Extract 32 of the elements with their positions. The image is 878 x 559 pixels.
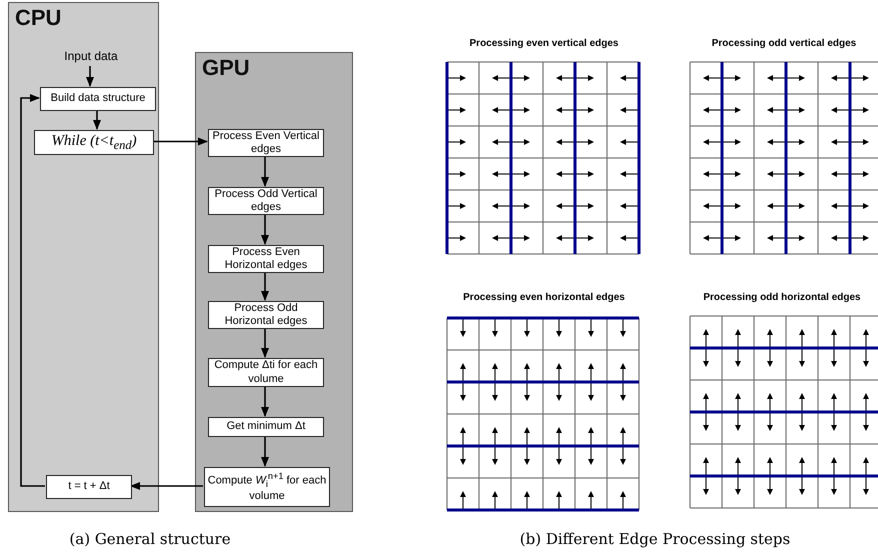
process-box: Process Odd Vertical edges [208,187,324,215]
arrow [20,94,45,487]
panel-heading: CPU [15,5,62,31]
process-box: Compute W$_{i}$$^{n+1}$ for each volume [204,467,330,507]
arrow [130,482,203,490]
arrow [261,272,269,301]
arrow [261,386,269,417]
cpu-panel [8,2,159,512]
arrow [261,328,269,358]
arrow [93,110,101,130]
process-box: Build data structure [40,87,156,111]
grid-heading: Processing even vertical edges [468,38,620,49]
arrow [86,66,94,87]
process-box: Compute Δti for each volume [208,358,324,387]
grid-heading: Processing odd vertical edges [710,38,858,49]
arrow [261,214,269,245]
grid-heading: Processing even horizontal edges [462,292,626,303]
grid-heading: Processing odd horizontal edges [702,292,862,303]
input-label: Input data [51,49,131,67]
panel-heading: GPU [202,55,250,81]
process-box: Process Odd Horizontal edges [208,301,324,329]
process-box: Get minimum Δt [208,417,324,437]
loop-condition-box: While (t<t$_{end}$) [34,130,154,155]
process-box: Process Even Vertical edges [208,129,324,157]
process-box: t = t + Δt [46,475,132,499]
figure-caption: (a) General structure [68,530,232,548]
gpu-panel [195,52,353,512]
process-box: Process Even Horizontal edges [208,245,324,273]
arrow [153,138,208,146]
figure-caption: (b) Different Edge Processing steps [518,530,792,548]
arrow [261,436,269,467]
arrow [261,156,269,187]
